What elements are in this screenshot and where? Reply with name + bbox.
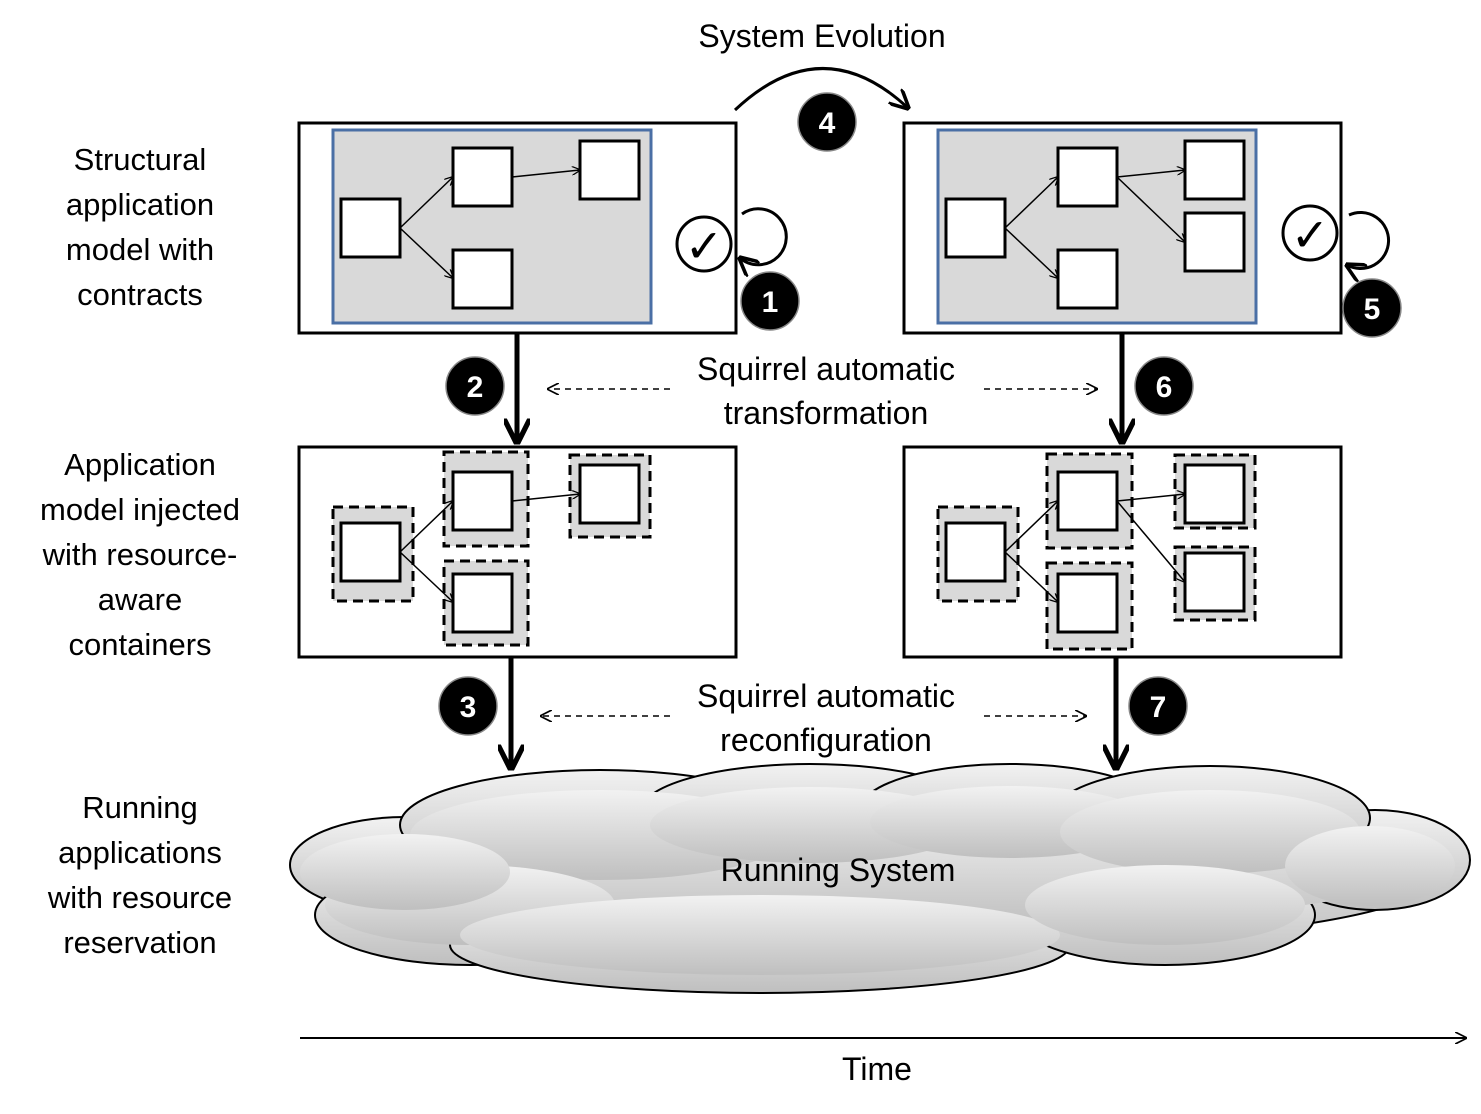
connector-arrow [1004, 177, 1058, 229]
component-box [451, 248, 514, 310]
step-badge-2: 2 [445, 356, 505, 416]
component-box [578, 139, 641, 201]
component-box [339, 521, 402, 583]
connector-arrow [1004, 227, 1058, 278]
connector-arrow [399, 177, 453, 229]
row-label-line: applications [58, 835, 222, 870]
step-number: 1 [762, 286, 779, 319]
row-label-line: reservation [63, 925, 216, 960]
step-number: 7 [1150, 691, 1167, 724]
check-mark-icon: ✓ [1291, 209, 1330, 261]
row-label-line: model injected [40, 492, 240, 527]
step-badge-3: 3 [438, 676, 498, 736]
component-box [1183, 463, 1246, 525]
injected-model-panel-right [902, 445, 1343, 659]
connector-arrow [1116, 494, 1185, 502]
row-label-line: contracts [77, 277, 203, 312]
row-label-line: with resource [47, 880, 232, 915]
component-box [451, 470, 514, 532]
reconfiguration-label-group: Squirrel automatic reconfiguration [541, 678, 1086, 758]
row-label-line: containers [68, 627, 211, 662]
component-box [1183, 551, 1246, 613]
row-label-line: with resource- [42, 537, 238, 572]
connector-arrow [399, 501, 453, 553]
diagram-title: System Evolution [698, 18, 945, 54]
component-box [578, 463, 641, 525]
component-box [451, 572, 514, 634]
component-box [944, 521, 1007, 583]
component-box [339, 197, 402, 259]
transformation-label-group: Squirrel automatic transformation [548, 351, 1097, 431]
transformation-label-line: transformation [724, 395, 929, 431]
component-box [1056, 146, 1119, 208]
check-mark-icon: ✓ [685, 220, 724, 272]
step-badge-5: 5 [1342, 278, 1402, 338]
transformation-label-line: Squirrel automatic [697, 351, 955, 387]
connector-arrow [1116, 176, 1185, 242]
row-label-injected: Application model injected with resource… [40, 447, 240, 662]
component-box [944, 197, 1007, 259]
self-loop-icon [1347, 211, 1391, 269]
component-box [1056, 470, 1119, 532]
structural-model-panel-left: ✓ [297, 121, 788, 335]
injected-model-panel-left [297, 445, 738, 659]
check-circle-icon [1281, 204, 1339, 262]
step-badge-1: 1 [740, 271, 800, 331]
component-box [451, 146, 514, 208]
connector-arrow [511, 170, 580, 178]
connector-arrow [1004, 551, 1058, 602]
connector-arrow [1116, 170, 1185, 178]
running-system-cloud: Running System [289, 763, 1471, 994]
row-label-line: model with [66, 232, 214, 267]
step-badge-4: 4 [797, 92, 857, 152]
step-badge-7: 7 [1128, 676, 1188, 736]
reconfiguration-label-line: reconfiguration [720, 722, 932, 758]
step-badge-6: 6 [1134, 356, 1194, 416]
row-label-structural: Structural application model with contra… [66, 142, 214, 312]
step-number: 6 [1156, 371, 1173, 404]
time-axis-label: Time [842, 1051, 912, 1087]
row-label-line: application [66, 187, 214, 222]
component-box [1183, 211, 1246, 273]
component-box [1183, 139, 1246, 201]
step-number: 3 [460, 691, 477, 724]
component-box [1056, 248, 1119, 310]
row-label-running: Running applications with resource reser… [47, 790, 232, 960]
step-number: 5 [1364, 293, 1381, 326]
row-label-line: Application [64, 447, 216, 482]
component-box [1056, 572, 1119, 634]
reconfiguration-label-line: Squirrel automatic [697, 678, 955, 714]
row-label-line: Running [82, 790, 197, 825]
system-evolution-arrow [733, 67, 908, 110]
running-system-label: Running System [721, 852, 956, 888]
check-circle-icon [675, 215, 733, 273]
connector-arrow [511, 494, 580, 502]
self-loop-icon [740, 207, 788, 265]
connector-arrow [1004, 501, 1058, 553]
step-number: 4 [819, 107, 836, 140]
structural-model-panel-right: ✓ [902, 121, 1391, 335]
connector-arrow [1116, 500, 1185, 582]
row-label-line: Structural [74, 142, 207, 177]
step-number: 2 [467, 371, 484, 404]
connector-arrow [399, 551, 453, 602]
connector-arrow [399, 227, 453, 278]
row-label-line: aware [98, 582, 182, 617]
